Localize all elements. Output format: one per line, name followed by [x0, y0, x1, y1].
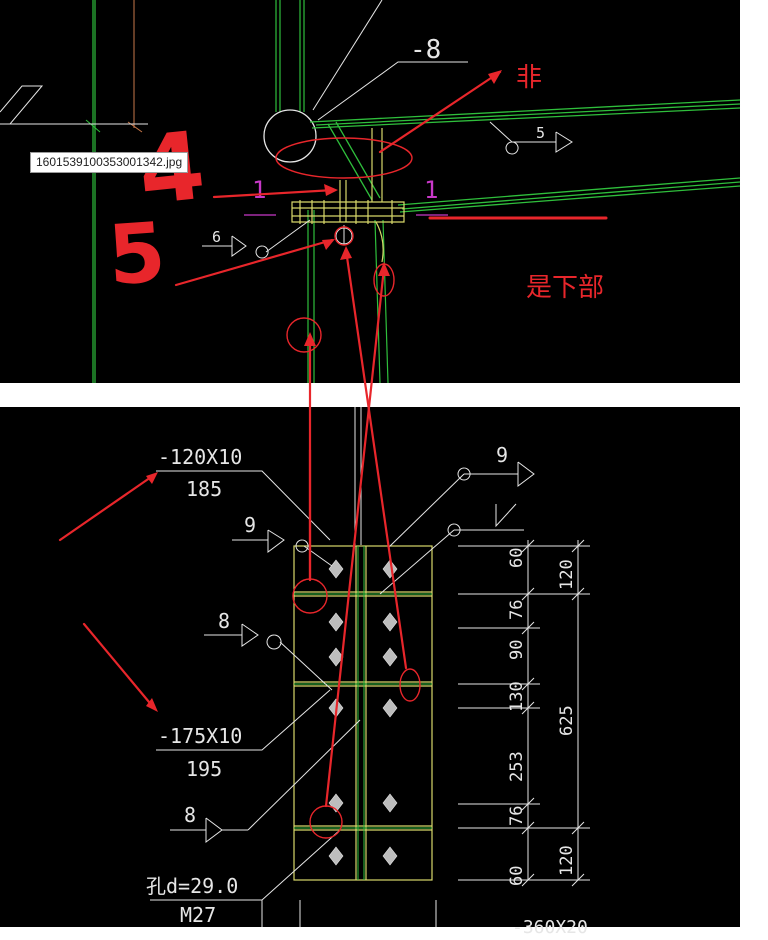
bolt-spec: M27: [180, 903, 216, 927]
bolt: [328, 612, 344, 632]
markup-arrow-fei: [378, 70, 502, 154]
column-lines: [92, 0, 389, 384]
weld-8-lower: [170, 719, 361, 843]
weld-symbol-left: [202, 219, 311, 259]
dim-60-top: 60: [507, 548, 527, 568]
dim-90: 90: [507, 640, 527, 660]
plate-top-spec: -120X10: [158, 445, 242, 469]
lower-panel: [0, 407, 740, 927]
plate-bottom-spec: -175X10: [158, 724, 242, 748]
markup-ellipse-top: [275, 137, 413, 179]
bolt: [328, 647, 344, 667]
dim-253: 253: [507, 751, 527, 782]
markup-cross-b: [344, 248, 408, 670]
dimension-text: 60 76 90 130 253 76 60 120 625 120: [507, 548, 577, 886]
left-leader-lines: [0, 85, 148, 125]
red-markup: [58, 70, 608, 839]
dim-625: 625: [557, 705, 577, 736]
hole-spec: 孔d=29.0: [146, 874, 238, 898]
weld-8-upper: [204, 623, 333, 691]
markup-circle-left: [286, 317, 322, 353]
bolt: [328, 846, 344, 866]
red-arrowheads: [146, 70, 502, 712]
bolt-circle: [335, 227, 353, 245]
weld-symbol-right: [489, 121, 573, 155]
section-mark-left: 1: [252, 176, 266, 204]
weld-8-upper-label: 8: [218, 609, 230, 633]
dim-76-top: 76: [507, 600, 527, 620]
section-mark-right: 1: [424, 176, 438, 204]
bolt: [382, 647, 398, 667]
dimension-lines: [458, 539, 590, 887]
gusset-plate: [291, 128, 405, 224]
markup-cross-c: [324, 266, 386, 808]
weld-9-right-label: 9: [496, 443, 508, 467]
splice-plate-green: [294, 546, 432, 880]
leader-diag: [312, 0, 383, 111]
weld-8-lower-label: 8: [184, 803, 196, 827]
annotation-xiabu: 是下部: [526, 273, 604, 303]
markup-arrow-5: [174, 238, 334, 287]
dim-76-bottom: 76: [507, 806, 527, 826]
dim-120-top: 120: [557, 559, 577, 590]
bolt: [382, 846, 398, 866]
plate-leader: [317, 61, 468, 121]
plate-leaders: [150, 470, 341, 927]
dim-130: 130: [507, 681, 527, 712]
upper-view: -8: [0, 0, 741, 384]
cut-spec: -360X20: [512, 917, 588, 938]
filename-tag: 1601539100353001342.jpg: [30, 152, 189, 173]
bolt: [382, 612, 398, 632]
annotation-number-5: 5: [105, 205, 169, 304]
bolt: [382, 698, 398, 718]
markup-ellipse-lower2: [399, 668, 421, 702]
brace-lines: [309, 99, 741, 213]
weld-label-6: 6: [212, 228, 221, 246]
annotation-fei: 非: [516, 63, 542, 93]
plate-bottom-length: 195: [186, 757, 222, 781]
guide-tick-2: [85, 119, 101, 133]
markup-arrow-plate-bottom: [82, 622, 156, 710]
weld-label-5: 5: [536, 124, 545, 142]
weld-9-right: [379, 461, 535, 595]
dim-60-bottom: 60: [507, 866, 527, 886]
lower-view: -120X10 185 -175X10 195 孔d=29.0 M27 -360…: [146, 407, 590, 938]
weld-9-left-label: 9: [244, 513, 256, 537]
plate-top-length: 185: [186, 477, 222, 501]
bolt: [382, 793, 398, 813]
markup-arrow-plate-top: [58, 473, 156, 542]
markup-arrow-4: [212, 188, 336, 199]
stiffener-curve: [375, 221, 384, 263]
dim-120-bottom: 120: [557, 845, 577, 876]
plate-label: -8: [410, 35, 441, 65]
markup-circle-bolt: [334, 226, 354, 246]
pipe-section: [263, 109, 317, 163]
weld-9-left: [232, 529, 333, 567]
splice-plate: [293, 545, 433, 881]
